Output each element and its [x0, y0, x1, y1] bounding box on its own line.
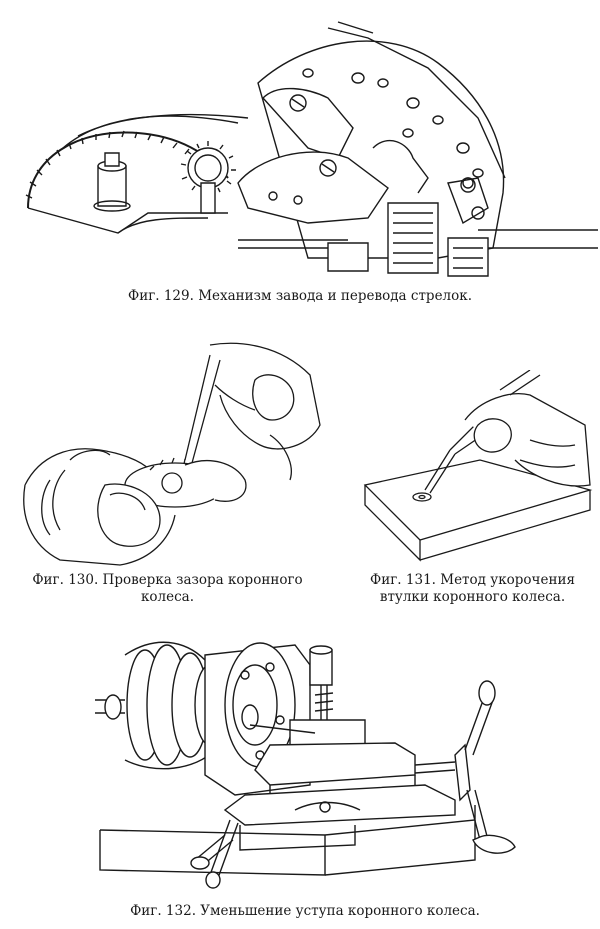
figure-131-caption-line1: Фиг. 131. Метод укорочения — [370, 572, 575, 588]
figure-130-illustration — [10, 335, 330, 570]
figure-130-caption-line2: колеса. — [140, 589, 195, 605]
figure-129-caption: Фиг. 129. Механизм завода и перевода стр… — [127, 288, 472, 304]
figure-130-caption-line1: Фиг. 130. Проверка зазора коронного — [32, 572, 303, 588]
figure-131-caption-line2: втулки коронного колеса. — [379, 589, 566, 605]
figure-132-illustration — [95, 625, 590, 893]
figure-129-illustration — [8, 8, 598, 280]
figure-131-illustration — [360, 370, 595, 565]
figure-132-caption: Фиг. 132. Уменьшение уступа коронного ко… — [130, 903, 480, 919]
